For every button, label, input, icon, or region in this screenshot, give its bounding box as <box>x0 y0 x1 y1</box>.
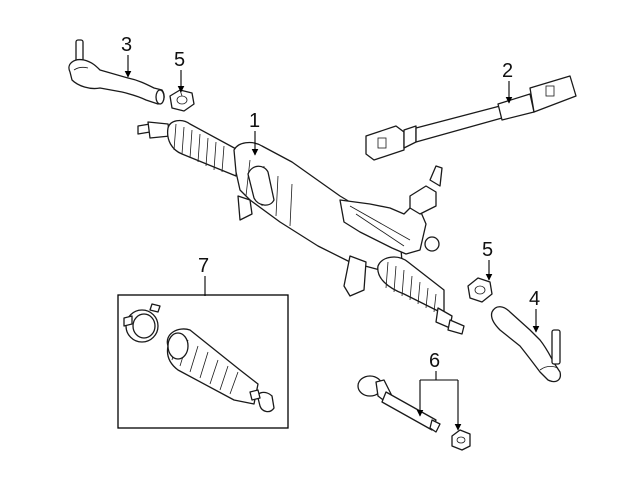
intermediate-steering-shaft <box>365 75 577 161</box>
inner-tie-rod <box>357 375 471 451</box>
callout-2: 2 <box>502 60 513 82</box>
tie-rod-nut-top <box>169 89 195 112</box>
steering-rack-assembly <box>137 119 465 335</box>
callout-labels: 1 2 3 4 5 5 6 7 <box>121 34 540 372</box>
outer-tie-rod-end-left <box>68 39 165 105</box>
callout-7: 7 <box>198 255 209 277</box>
callout-6: 6 <box>429 350 440 372</box>
outer-tie-rod-end-right <box>490 306 562 383</box>
leader-lines <box>124 55 540 431</box>
callout-3: 3 <box>121 34 132 56</box>
callout-5-right: 5 <box>482 239 493 261</box>
callout-4: 4 <box>529 288 540 310</box>
callout-1: 1 <box>249 110 260 132</box>
tie-rod-nut-right <box>467 277 493 303</box>
boot-kit-panel <box>117 294 289 429</box>
callout-5-top: 5 <box>174 49 185 71</box>
